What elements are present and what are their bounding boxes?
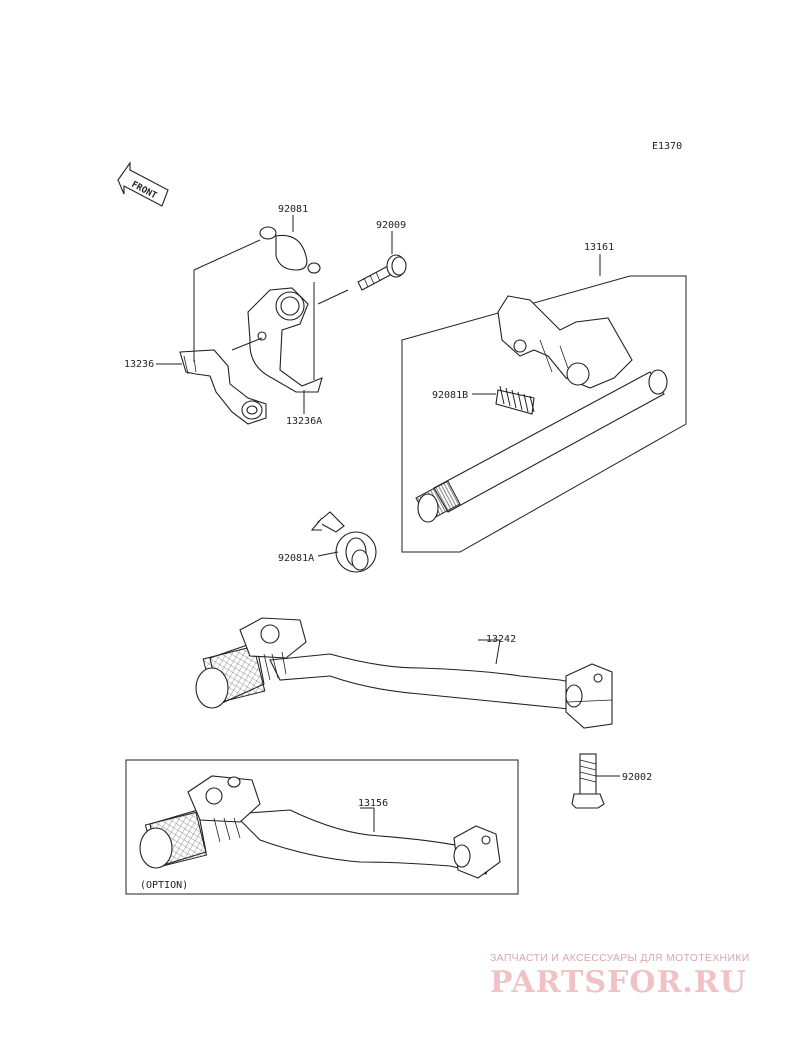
bolt-92002	[571, 753, 605, 809]
spring-92081	[259, 226, 321, 274]
label-92081a: 92081A	[278, 553, 314, 564]
label-92081b: 92081B	[432, 390, 468, 401]
box-13156	[125, 759, 519, 895]
spring-92081b	[495, 385, 535, 415]
leader-bolt	[317, 289, 349, 305]
label-92002: 92002	[622, 772, 652, 783]
option-label: (OPTION)	[140, 880, 188, 891]
label-13161: 13161	[584, 242, 614, 253]
lever-13236	[179, 349, 267, 425]
leader-13242	[478, 639, 501, 665]
label-13236a: 13236A	[286, 416, 322, 427]
diagram-code: E1370	[652, 141, 682, 152]
label-92009: 92009	[376, 220, 406, 231]
leader-group-left	[193, 239, 315, 380]
spring-clip-92081a	[310, 511, 377, 573]
bolt-92009	[357, 254, 407, 291]
label-92081: 92081	[278, 204, 308, 215]
leader-92081a	[317, 551, 339, 557]
shift-shaft-13161	[415, 295, 668, 523]
bracket-13236a	[247, 287, 323, 393]
watermark-logo: PARTSFOR.RU	[490, 965, 747, 1000]
shift-pedal-13242	[195, 617, 613, 729]
leader-13236	[231, 337, 263, 351]
option-pedal-13156	[139, 775, 501, 879]
label-13156: 13156	[358, 798, 388, 809]
box-13161	[401, 275, 687, 553]
front-arrow-icon: FRONT	[117, 161, 169, 207]
label-13236: 13236	[124, 359, 154, 370]
leader-13156	[360, 807, 375, 832]
label-13242: 13242	[486, 634, 516, 645]
watermark-tagline: ЗАПЧАСТИ И АКСЕССУАРЫ ДЛЯ МОТОТЕХНИКИ	[490, 952, 750, 964]
